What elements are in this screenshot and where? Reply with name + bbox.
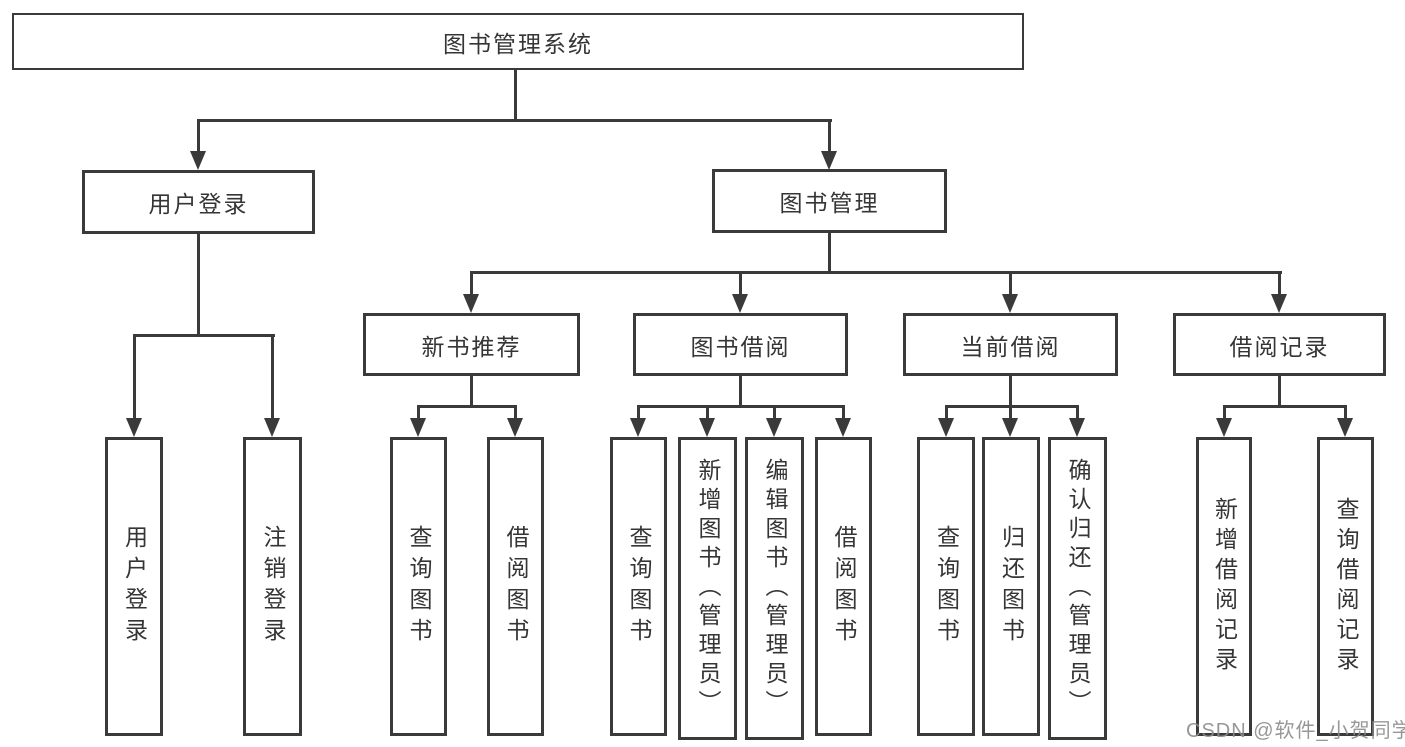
connector-line bbox=[1278, 376, 1281, 407]
connector-line bbox=[842, 405, 845, 420]
arrowhead-down-icon bbox=[1002, 294, 1018, 313]
connector-line bbox=[828, 233, 831, 273]
arrowhead-down-icon bbox=[699, 418, 715, 437]
node-bb-query-book: 查询图书 bbox=[610, 437, 667, 736]
arrowhead-down-icon bbox=[190, 151, 206, 170]
connector-line bbox=[945, 405, 1079, 408]
connector-line bbox=[417, 405, 420, 420]
connector-line bbox=[514, 69, 517, 121]
node-book-management: 图书管理 bbox=[712, 169, 947, 233]
arrowhead-down-icon bbox=[1337, 418, 1353, 437]
node-leaf-user-login: 用户登录 bbox=[105, 437, 163, 736]
arrowhead-down-icon bbox=[630, 418, 646, 437]
connector-line bbox=[133, 334, 136, 420]
node-user-login: 用户登录 bbox=[82, 170, 315, 234]
connector-line bbox=[271, 334, 274, 420]
connector-line bbox=[133, 334, 275, 337]
arrowhead-down-icon bbox=[1216, 418, 1232, 437]
connector-line bbox=[514, 405, 517, 420]
node-book-borrow: 图书借阅 bbox=[633, 313, 848, 376]
connector-line bbox=[637, 405, 640, 420]
arrowhead-down-icon bbox=[766, 418, 782, 437]
connector-line bbox=[637, 405, 845, 408]
connector-line bbox=[945, 405, 948, 420]
connector-line bbox=[1009, 376, 1012, 407]
connector-line bbox=[470, 271, 1282, 274]
connector-line bbox=[470, 376, 473, 407]
node-root: 图书管理系统 bbox=[12, 13, 1024, 70]
connector-line bbox=[417, 405, 517, 408]
csdn-watermark: CSDN @软件_小贺同学 bbox=[1186, 720, 1405, 742]
connector-line bbox=[773, 405, 776, 420]
connector-line bbox=[1223, 405, 1226, 420]
connector-line bbox=[1009, 271, 1012, 296]
node-cb-confirm-return: 确认归还（管理员） bbox=[1048, 437, 1107, 740]
arrowhead-down-icon bbox=[732, 294, 748, 313]
node-cb-return-book: 归还图书 bbox=[982, 437, 1040, 736]
node-current-borrow: 当前借阅 bbox=[903, 313, 1118, 376]
arrowhead-down-icon bbox=[938, 418, 954, 437]
node-rec-query-book: 查询图书 bbox=[390, 437, 447, 736]
connector-line bbox=[1076, 405, 1079, 420]
arrowhead-down-icon bbox=[410, 418, 426, 437]
connector-line bbox=[197, 119, 200, 153]
arrowhead-down-icon bbox=[463, 294, 479, 313]
arrowhead-down-icon bbox=[835, 418, 851, 437]
arrowhead-down-icon bbox=[1002, 418, 1018, 437]
arrowhead-down-icon bbox=[1069, 418, 1085, 437]
connector-line bbox=[1009, 405, 1012, 420]
connector-line bbox=[1344, 405, 1347, 420]
connector-line bbox=[1278, 271, 1281, 296]
node-bb-add-book: 新增图书（管理员） bbox=[678, 437, 737, 740]
node-br-add-record: 新增借阅记录 bbox=[1196, 437, 1252, 736]
node-rec-borrow-book: 借阅图书 bbox=[487, 437, 544, 736]
node-borrow-records: 借阅记录 bbox=[1173, 313, 1386, 376]
node-new-book-recommend: 新书推荐 bbox=[363, 313, 580, 376]
node-cb-query-book: 查询图书 bbox=[917, 437, 975, 736]
arrowhead-down-icon bbox=[126, 418, 142, 437]
node-bb-edit-book: 编辑图书（管理员） bbox=[745, 437, 804, 740]
arrowhead-down-icon bbox=[1271, 294, 1287, 313]
connector-line bbox=[739, 271, 742, 296]
connector-line bbox=[828, 119, 831, 153]
node-leaf-logout: 注销登录 bbox=[243, 437, 302, 736]
arrowhead-down-icon bbox=[821, 151, 837, 170]
connector-line bbox=[197, 234, 200, 336]
connector-line bbox=[739, 376, 742, 407]
connector-line bbox=[706, 405, 709, 420]
node-bb-borrow-book: 借阅图书 bbox=[815, 437, 872, 736]
connector-line bbox=[1223, 405, 1346, 408]
arrowhead-down-icon bbox=[264, 418, 280, 437]
connector-line bbox=[470, 271, 473, 296]
arrowhead-down-icon bbox=[507, 418, 523, 437]
connector-line bbox=[197, 119, 832, 122]
node-br-query-record: 查询借阅记录 bbox=[1317, 437, 1374, 736]
